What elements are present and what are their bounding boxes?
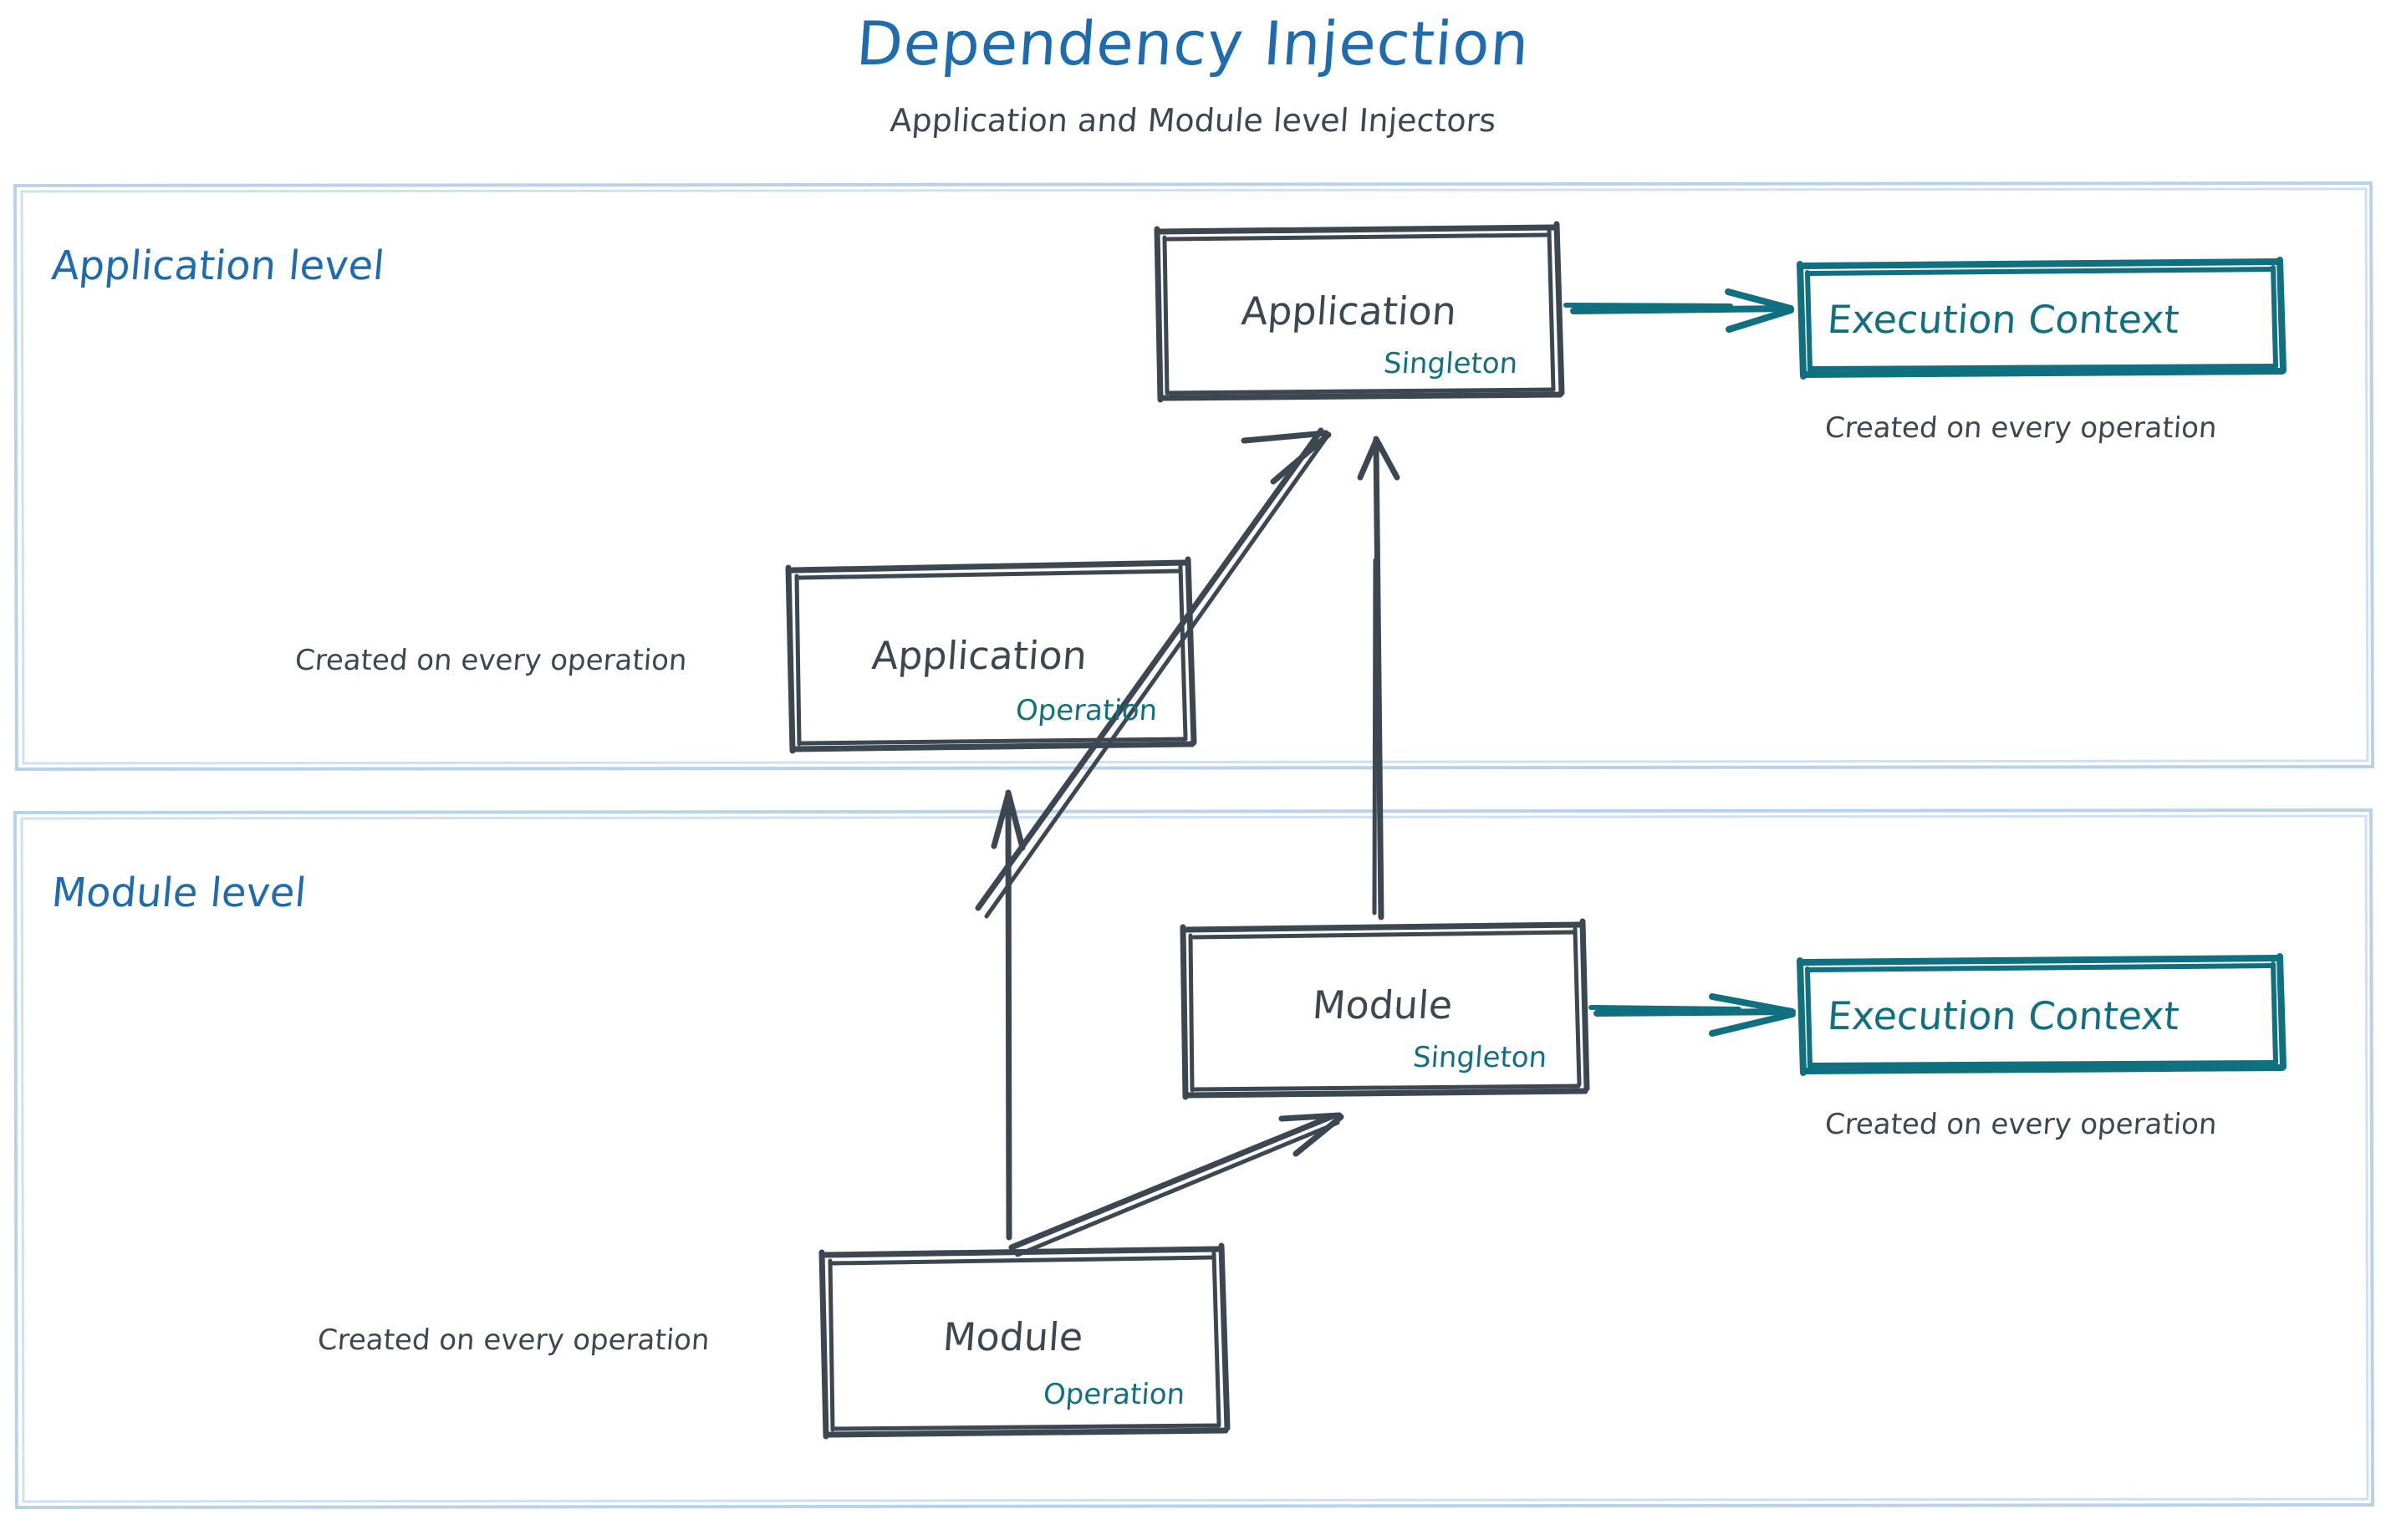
- node-scope-module-singleton: Singleton: [1411, 1041, 1548, 1074]
- node-scope-application-singleton: Singleton: [1382, 347, 1519, 380]
- node-title-execution-context-module: Execution Context: [1826, 993, 2181, 1038]
- edge-app-singleton-to-exec-context: [1563, 288, 1794, 333]
- edge-module-singleton-to-exec-context: [1588, 993, 1796, 1037]
- page-title: Dependency Injection: [854, 8, 1532, 79]
- caption-module-operation: Created on every operation: [316, 1323, 711, 1357]
- node-title-application-operation: Application: [870, 633, 1088, 678]
- node-title-application-singleton: Application: [1240, 288, 1458, 334]
- node-title-module-operation: Module: [941, 1314, 1085, 1359]
- caption-execution-context-application: Created on every operation: [1823, 411, 2219, 445]
- edge-module-singleton-to-app-singleton: [1357, 436, 1400, 920]
- section-label-module-level: Module level: [49, 869, 308, 916]
- section-label-application-level: Application level: [49, 242, 387, 289]
- edge-module-operation-to-module-singleton: [1008, 1112, 1344, 1257]
- node-scope-module-operation: Operation: [1042, 1378, 1186, 1411]
- caption-application-operation: Created on every operation: [293, 644, 689, 677]
- node-title-module-singleton: Module: [1311, 982, 1455, 1028]
- node-title-execution-context-application: Execution Context: [1826, 297, 2181, 342]
- section-module-level-frame: [13, 808, 2375, 1510]
- page-subtitle: Application and Module level Injectors: [889, 102, 1497, 139]
- edge-module-operation-to-app-operation: [991, 789, 1026, 1241]
- caption-execution-context-module: Created on every operation: [1823, 1108, 2219, 1141]
- node-scope-application-operation: Operation: [1014, 694, 1159, 727]
